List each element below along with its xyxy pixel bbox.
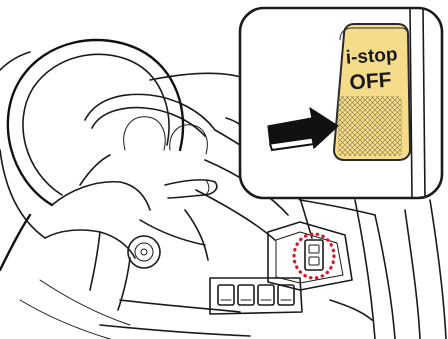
callout-leader (300, 198, 312, 238)
switch-label-line1: i-stop (345, 44, 398, 69)
switch-label-line2: OFF (349, 69, 393, 95)
callout-bubble: i-stop OFF (240, 8, 442, 198)
dashboard-switch (305, 240, 323, 270)
i-stop-off-switch: i-stop OFF (334, 24, 410, 160)
steering-wheel (0, 40, 183, 310)
